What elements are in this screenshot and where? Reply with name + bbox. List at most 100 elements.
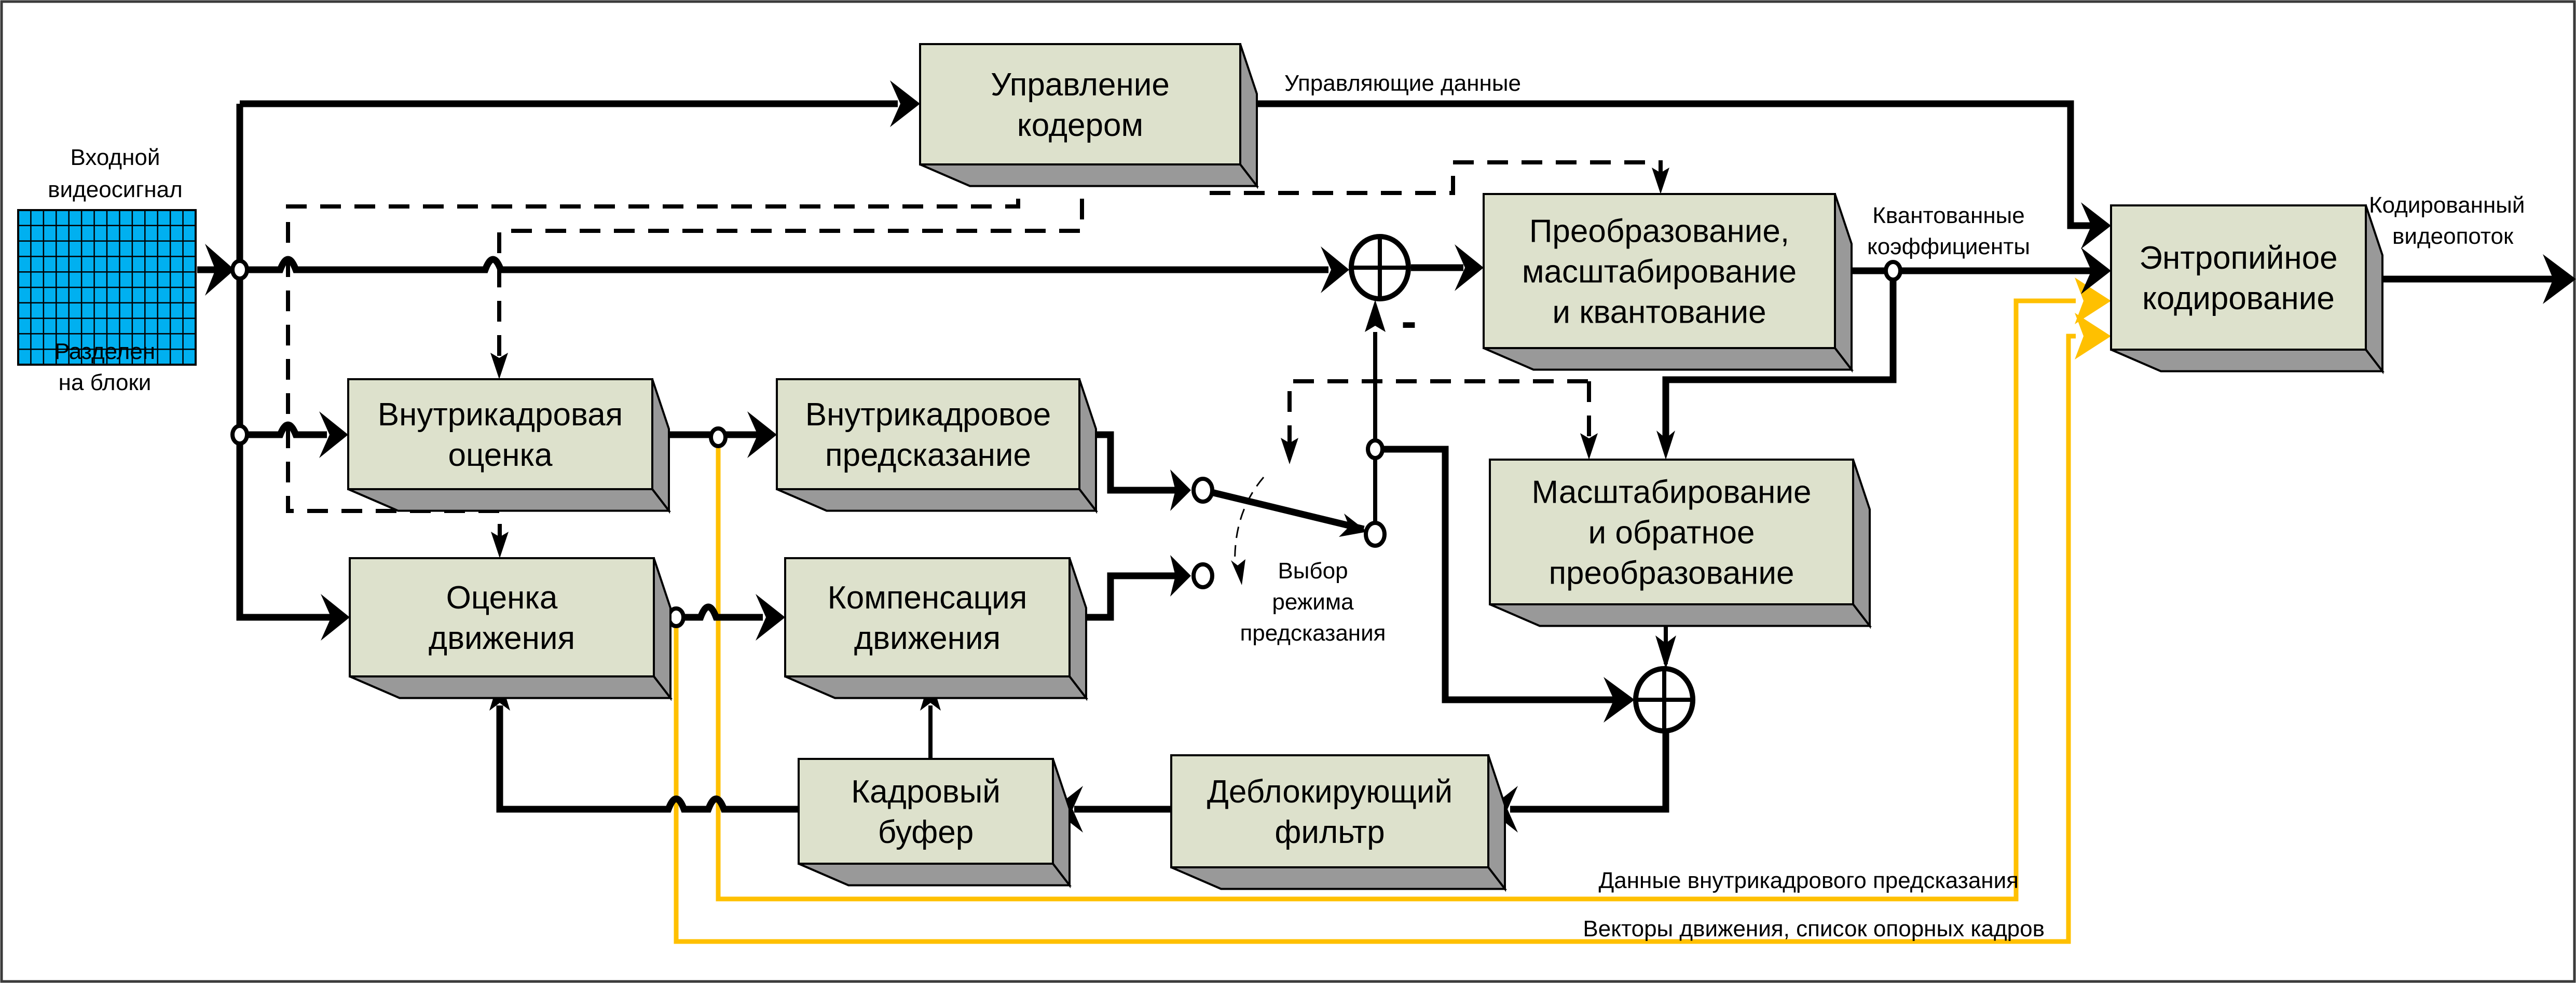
intra-split-node (230, 424, 249, 446)
switch-lever-arrowhead (1339, 514, 1367, 537)
dash-arrowhead-intra-est (490, 353, 508, 379)
coefficients-arrowhead (2081, 247, 2111, 294)
inverse-transform-block: Масштабирование и обратное преобразование (1489, 459, 1872, 629)
input-label-line1: Входной (71, 145, 160, 170)
control-data-wire (1256, 100, 2091, 229)
deblocking-block-label-line2: фильтр (1275, 814, 1385, 850)
switch-contact-b (1191, 562, 1214, 589)
inverse-transform-block-label-line1: Масштабирование (1532, 475, 1812, 510)
switch-contact-a (1191, 477, 1214, 504)
quantized-label-line2: коэффициенты (1867, 234, 2030, 259)
frame-buffer-block-label-line1: Кадровый (851, 774, 1001, 810)
dash-arrowhead-transform (1652, 168, 1669, 194)
switch-common-contact (1364, 521, 1387, 548)
intra-prediction-block-label-line2: предсказание (825, 437, 1031, 473)
intra-est-arrowhead (319, 411, 348, 458)
inverse-arrowhead (1656, 431, 1675, 460)
output-label-line2: видеопоток (2392, 224, 2514, 249)
motion-est-arrowhead (321, 594, 350, 641)
control-arrowhead (890, 80, 920, 127)
motion-compensation-block-label-line1: Компенсация (828, 580, 1027, 616)
inverse-transform-block-label-line3: преобразование (1549, 556, 1794, 591)
input-to-intra-est-wire (240, 421, 327, 438)
intra-data-line (716, 298, 2076, 902)
output-arrowhead (2543, 254, 2576, 304)
subtractor-icon (1349, 234, 1411, 301)
entropy-block-label-line1: Энтропийное (2139, 240, 2337, 276)
switch-a-arrowhead (1170, 469, 1191, 511)
motion-estimation-block-label-line1: Оценка (446, 580, 558, 616)
motion-data-label: Векторы движения, список опорных кадров (1583, 916, 2045, 942)
motion-comp-to-switch-wire (1070, 572, 1183, 621)
adder-top-arrowhead (1655, 635, 1676, 669)
encoder-control-block-label-line2: кодером (1017, 107, 1143, 143)
mode-label-line2: режима (1272, 589, 1354, 615)
frame-buffer-block-label-line2: буфер (878, 814, 974, 850)
transform-block-label-line2: масштабирование (1522, 254, 1797, 290)
adder-icon (1633, 666, 1695, 733)
adder-to-deblock-wire (1510, 731, 1669, 813)
quantized-label-line1: Квантованные (1872, 203, 2024, 228)
frame-buffer-block: Кадровый буфер (798, 758, 1072, 889)
subtractor-minus-arrowhead (1365, 300, 1386, 332)
inverse-transform-block-label-line2: и обратное (1588, 515, 1755, 551)
deblocking-block: Деблокирующий фильтр (1170, 754, 1508, 892)
intra-estimation-block-label-line2: оценка (448, 437, 553, 473)
motion-est-to-comp-wire (654, 603, 763, 621)
encoder-control-block-label-line1: Управление (991, 67, 1170, 103)
transform-arrowhead (1455, 244, 1484, 291)
coefficients-to-inverse-wire (1662, 271, 1897, 441)
control-dash-to-motion-est (286, 164, 1020, 537)
prediction-to-adder-wire (1375, 446, 1629, 703)
motion-data-line (674, 334, 2076, 944)
control-dash-to-intra-est (497, 164, 1084, 358)
encoder-control-block: Управление кодером (919, 43, 1259, 189)
transform-block: Преобразование, масштабирование и квантова… (1483, 193, 1854, 373)
dash-arrowhead-motion-est (491, 532, 509, 558)
motion-compensation-block-label-line2: движения (854, 620, 1001, 656)
motion-compensation-block: Компенсация движения (784, 557, 1089, 701)
intra-estimation-block: Внутрикадровая оценка (347, 378, 672, 514)
intra-prediction-block-label-line1: Внутрикадровое (805, 397, 1051, 433)
input-caption-line2: на блоки (59, 370, 152, 395)
buffer-to-motion-est-wire (496, 705, 799, 813)
mode-select-arc (1234, 477, 1265, 569)
mode-select-arc-arrowhead (1231, 559, 1245, 585)
input-to-subtractor-wire (240, 256, 1328, 273)
mode-label-line1: Выбор (1278, 558, 1348, 584)
intra-estimation-block-label-line1: Внутрикадровая (378, 397, 623, 433)
intra-pred-arrowhead (747, 411, 777, 458)
control-data-arrowhead (2081, 202, 2111, 249)
switch-lever (1202, 487, 1365, 533)
switch-b-arrowhead (1170, 555, 1191, 597)
deblocking-block-label-line1: Деблокирующий (1207, 774, 1453, 810)
dash-arrowhead-mode (1281, 438, 1298, 464)
prediction-node (1366, 438, 1385, 460)
input-arrowhead (205, 244, 235, 296)
input-label-line2: видеосигнал (48, 177, 183, 202)
coefficients-node (1884, 260, 1902, 282)
entropy-block: Энтропийное кодирование (2110, 204, 2385, 375)
intra-est-out-node (709, 426, 728, 448)
motion-data-arrowhead (2075, 313, 2111, 359)
entropy-block-label-line2: кодирование (2142, 281, 2335, 316)
control-data-label: Управляющие данные (1284, 71, 1521, 96)
motion-estimation-block-label-line2: движения (429, 620, 575, 656)
input-split-node (230, 259, 249, 281)
input-video-grid-icon (17, 209, 197, 366)
minus-sign: - (1401, 296, 1417, 348)
transform-block-label-line3: и квантование (1552, 295, 1766, 330)
motion-comp-arrowhead (756, 594, 785, 641)
mode-label-line3: предсказания (1240, 620, 1386, 646)
intra-prediction-block: Внутрикадровое предсказание (776, 378, 1099, 514)
subtractor-in-arrowhead (1321, 246, 1349, 293)
adder-in-arrowhead (1604, 677, 1635, 723)
input-caption-line1: Разделен (54, 339, 155, 364)
dash-arrowhead-inverse (1580, 433, 1598, 460)
control-dash-to-transform (1202, 160, 1663, 195)
intra-data-label: Данные внутрикадрового предсказания (1598, 868, 2019, 893)
transform-block-label-line1: Преобразование, (1529, 214, 1789, 250)
motion-estimation-block: Оценка движения (349, 557, 673, 701)
output-label-line1: Кодированный (2369, 192, 2525, 218)
